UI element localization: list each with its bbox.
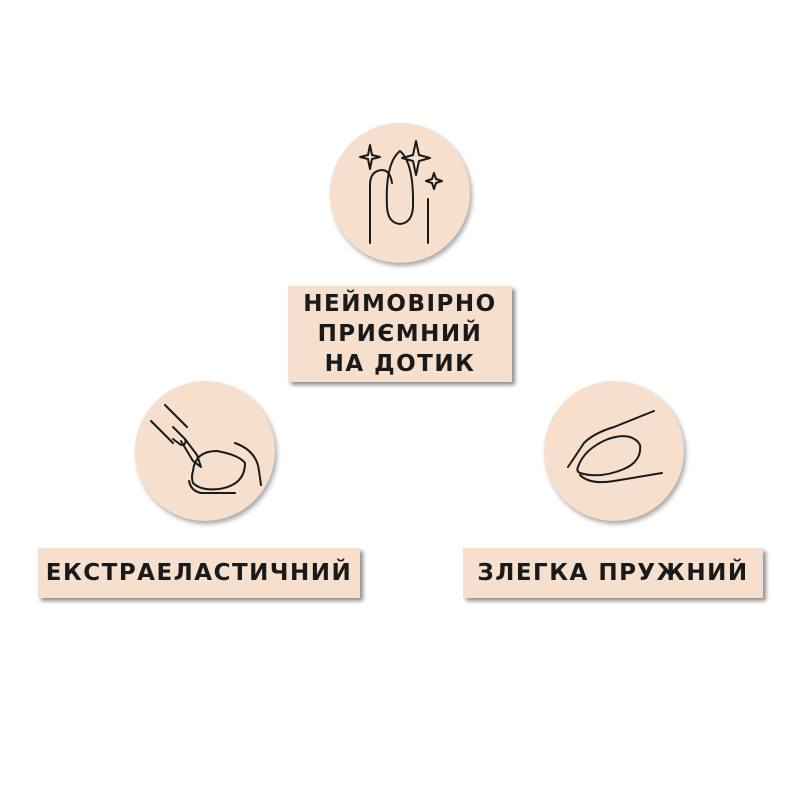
feature-icon-badge-right	[544, 381, 684, 521]
feature-label-line: НЕЙМОВІРНО	[303, 291, 497, 317]
shiny-nail-icon	[359, 140, 443, 244]
feature-icon-badge-left	[135, 381, 275, 521]
feature-label-line: ЗЛЕГКА ПРУЖНИЙ	[477, 560, 749, 586]
feature-label-top: НЕЙМОВІРНО ПРИЄМНИЙ НА ДОТИК	[288, 286, 512, 382]
brush-applying-nail-icon	[150, 404, 262, 494]
feature-icon-badge-top	[330, 123, 470, 263]
feature-label-line: ПРИЄМНИЙ	[317, 321, 483, 347]
feature-label-line: НА ДОТИК	[324, 351, 476, 377]
feature-label-right: ЗЛЕГКА ПРУЖНИЙ	[463, 548, 763, 598]
feature-label-left: ЕКСТРАЕЛАСТИЧНИЙ	[38, 548, 360, 598]
feature-label-line: ЕКСТРАЕЛАСТИЧНИЙ	[45, 560, 353, 586]
flexible-nail-icon	[567, 410, 663, 484]
